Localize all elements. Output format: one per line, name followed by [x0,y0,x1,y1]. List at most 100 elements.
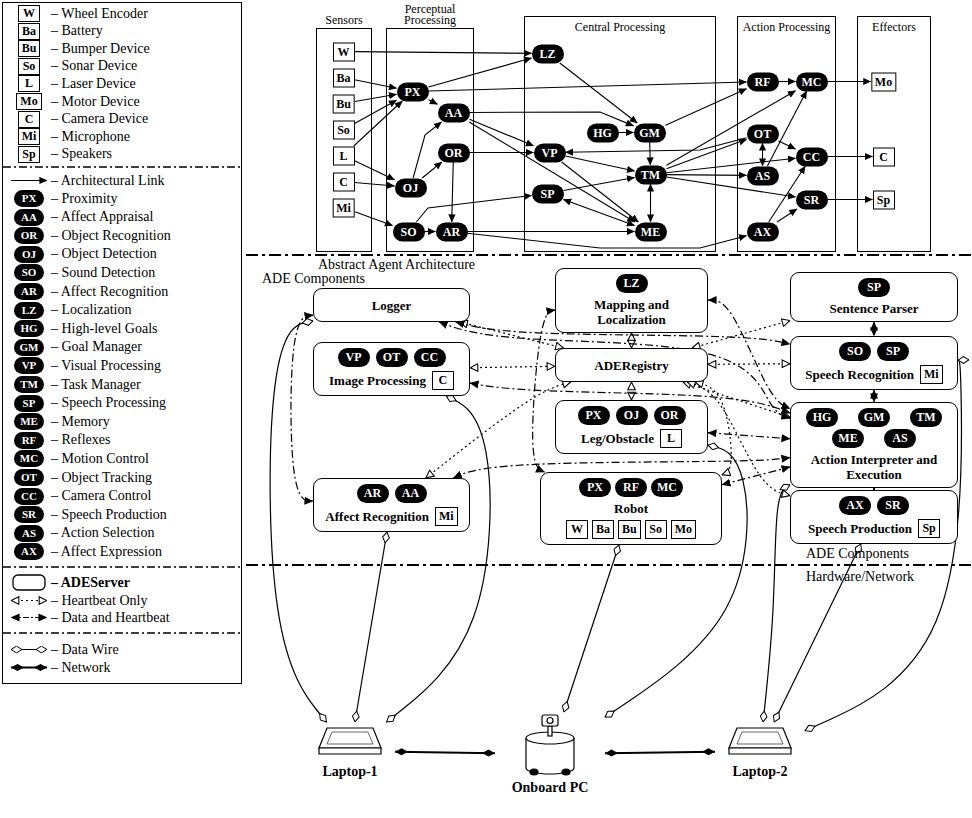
sample-code: GM [14,339,44,356]
module-code: OT [752,124,774,143]
legend-row: C– Camera Device [3,110,241,129]
module-pill: OT [376,348,408,367]
legend-text: – Visual Processing [51,358,161,374]
ade-server-box: Image ProcessingVPOTCCC [313,342,470,396]
module-pill: SP [877,342,909,361]
module-code: SP [863,278,885,297]
device-box: Bu [332,94,355,113]
legend-sample: C [7,110,51,129]
sample-code: Sp [18,146,40,163]
ade-server-box: Logger [313,288,470,322]
heartbeat-link [708,363,790,365]
device-code: So [337,121,351,138]
module-code: PX [584,478,606,497]
section-separator [246,254,972,256]
module-code: CC [419,348,441,367]
module-code: MC [656,478,678,497]
architectural-link [468,233,747,248]
legend-row: CC– Camera Control [3,487,241,506]
architectural-link [355,80,397,89]
device-box: So [645,520,667,539]
legend-text: – Data Wire [51,642,119,658]
architectural-link [667,91,796,166]
data-heartbeat-link [708,433,790,439]
line-sample [7,640,51,659]
legend-text: – Network [51,660,111,676]
legend-row: SR– Speech Production [3,505,241,524]
legend-sample: L [7,74,51,93]
section-label: Abstract Agent Architecture [318,257,475,273]
section-separator [246,564,972,566]
sample-code: L [18,75,40,92]
network-link [395,752,495,754]
legend-row: TM– Task Manager [3,375,241,394]
architectural-link [828,156,873,157]
data-wire [564,545,619,712]
module-pill: CC [796,147,828,166]
sample-code: OR [14,227,44,244]
module-pill: LZ [616,274,648,293]
legend-sample: OJ [7,245,51,264]
label-holder: ADE Components [806,546,909,562]
legend-text: – Wheel Encoder [51,6,148,22]
data-wire [605,445,747,717]
device-code: Mi [336,199,351,216]
device-box: C [873,147,895,166]
column-box: EffectorsMoCSp [857,16,931,252]
ade-server-box: ADERegistry [555,348,708,382]
module-pill: RF [747,72,779,91]
sample-code: AX [14,543,44,560]
legend-sample: AR [7,282,51,301]
legend-text: – Reflexes [51,432,110,448]
legend-row: Mo– Motor Device [3,92,241,111]
module-code: AX [844,496,866,515]
sample-code: TM [14,376,44,393]
device-box: W [566,520,588,539]
module-pill: OR [438,143,470,162]
heartbeat-link [631,382,632,400]
device-code: W [570,521,584,538]
label-holder: Abstract Agent Architecture [318,257,475,273]
module-code: OR [443,143,465,162]
module-code: RF [620,478,642,497]
module-pill: AR [436,222,468,241]
data-heartbeat-link [722,467,790,485]
device-code: Bu [622,521,637,538]
device-code: Sp [877,191,891,208]
architectural-link [355,94,397,101]
module-code: ME [640,222,662,241]
device-code: Ba [336,69,350,86]
line-sample [7,573,51,592]
architectural-link [777,209,797,222]
legend-row: PX– Proximity [3,189,241,208]
module-code: AS [752,166,774,185]
module-code: OJ [621,406,643,425]
legend-separator [3,566,241,567]
legend-text: – Speakers [51,146,112,162]
column-box: Action ProcessingRFMCOTCCASSRAX [737,16,836,252]
sample-code: OT [14,469,44,486]
module-pill: AA [438,103,470,122]
ade-server-box: Speech RecognitionSOSPMi [790,336,958,390]
device-code: C [877,148,891,165]
device-code: So [649,521,663,538]
legend-sample: SO [7,263,51,282]
module-code: HG [811,408,833,427]
legend-row: MC– Motion Control [3,449,241,468]
legend-row: SO– Sound Detection [3,263,241,282]
section-label: ADE Components [806,546,909,562]
device-box: Mi [920,365,943,384]
device-box: So [333,120,355,139]
device-box: L [333,146,355,165]
legend-row: – ADEServer [3,573,241,592]
legend-row: VP– Visual Processing [3,356,241,375]
legend-sample: W [7,4,51,23]
server-title: Sentence Parser [829,301,918,316]
architectural-link [468,231,635,232]
device-box: Bu [618,520,641,539]
legend-sample: OR [7,226,51,245]
legend-text: – Memory [51,414,110,430]
device-code: Sp [922,520,936,537]
legend-text: – Localization [51,302,131,318]
legend-sample: VP [7,356,51,375]
